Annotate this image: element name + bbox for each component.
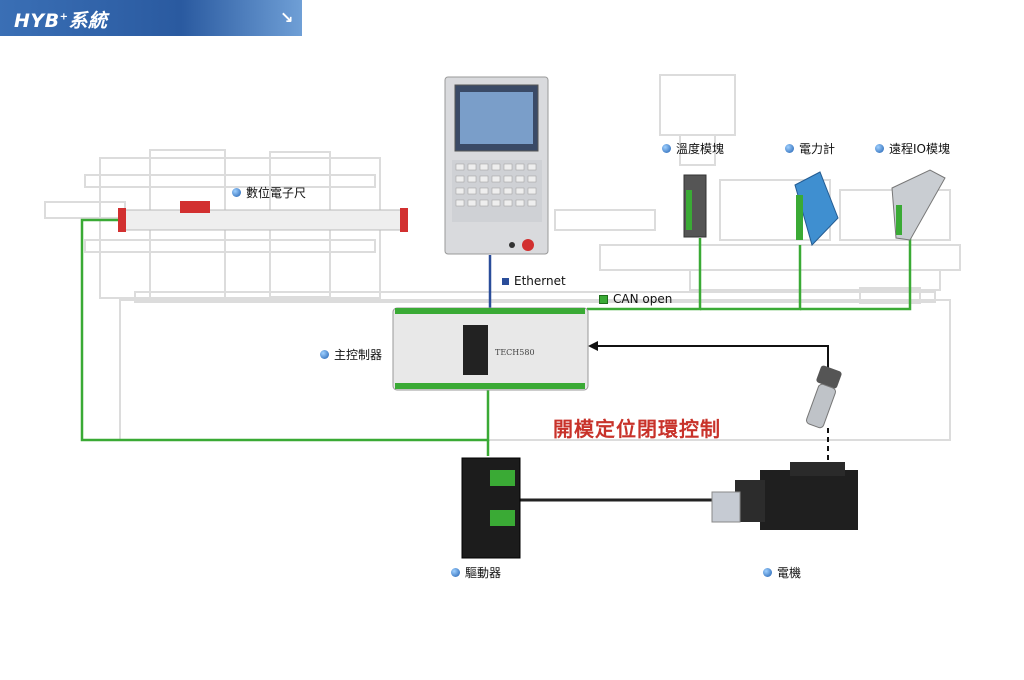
can-marker-icon <box>599 294 608 304</box>
arrow-down-right-icon[interactable]: ↘ <box>280 8 294 27</box>
bullet-icon <box>763 568 772 577</box>
bullet-icon <box>232 188 241 197</box>
driver-label: 驅動器 <box>451 564 501 581</box>
bullet-icon <box>320 350 329 359</box>
feedback-arrowhead <box>588 341 598 351</box>
motor-device <box>711 462 858 530</box>
ethernet-marker-icon <box>502 277 509 285</box>
main-controller-device <box>392 307 589 391</box>
pressure-sensor-device <box>805 365 842 429</box>
power-meter-label: 電力計 <box>785 140 835 157</box>
closed-loop-caption: 開模定位閉環控制 <box>553 417 721 441</box>
bullet-icon <box>451 568 460 577</box>
ethernet-label: Ethernet <box>502 274 566 288</box>
controller-brand-label: TECH580 <box>495 348 535 357</box>
bullet-icon <box>662 144 671 153</box>
section-header: HYB+系統 ↘ <box>0 0 302 36</box>
feedback-line <box>595 345 829 382</box>
digital-scale-device <box>118 201 408 232</box>
bullet-icon <box>875 144 884 153</box>
section-title: HYB+系統 <box>14 10 108 32</box>
temperature-module-label: 溫度模塊 <box>662 140 724 157</box>
hmi-terminal <box>444 76 549 255</box>
can-open-label: CAN open <box>599 292 672 306</box>
can-bus-wires <box>80 218 912 456</box>
main-controller-label: 主控制器 <box>320 346 382 363</box>
bullet-icon <box>785 144 794 153</box>
motor-label: 電機 <box>763 564 801 581</box>
remote-io-device <box>891 169 946 241</box>
driver-device <box>461 457 521 559</box>
digital-scale-label: 數位電子尺 <box>232 184 306 201</box>
power-meter-device <box>794 171 839 246</box>
remote-io-label: 遠程IO模塊 <box>875 140 950 157</box>
temperature-module-device <box>683 174 707 238</box>
